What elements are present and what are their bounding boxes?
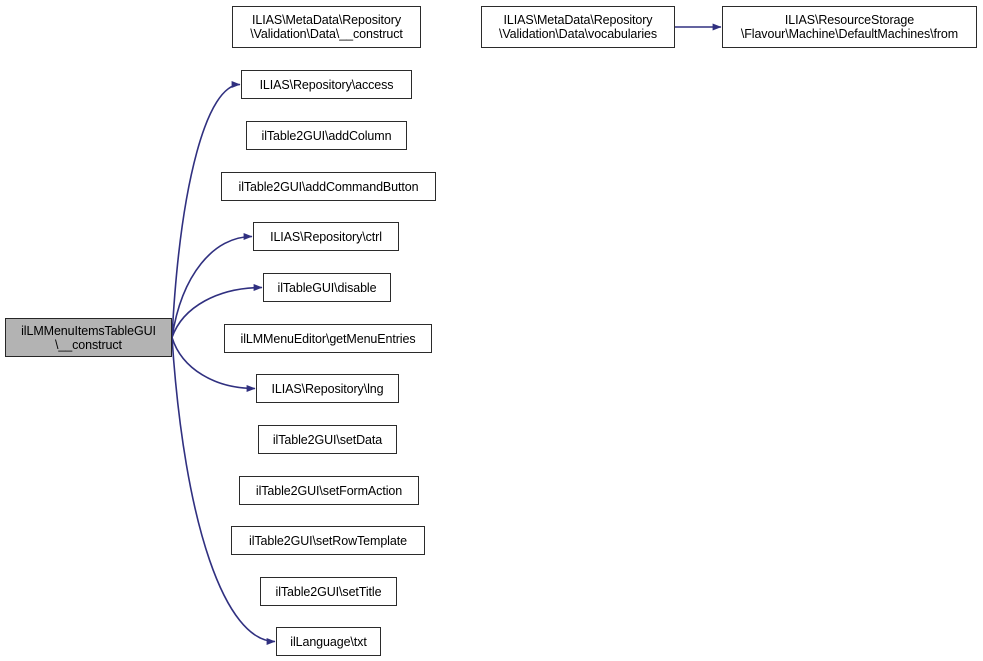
graph-edge-root-to-access bbox=[171, 81, 241, 338]
graph-node-label: ilLMMenuItemsTableGUI \__construct bbox=[21, 323, 156, 352]
graph-node-label: ilLanguage\txt bbox=[290, 634, 367, 649]
graph-node-setformaction[interactable]: ilTable2GUI\setFormAction bbox=[239, 476, 419, 505]
graph-node-label: ilTable2GUI\addCommandButton bbox=[238, 179, 419, 194]
graph-node-label: ilTableGUI\disable bbox=[277, 280, 377, 295]
graph-node-label: ILIAS\Repository\lng bbox=[271, 381, 384, 396]
graph-node-label: ILIAS\MetaData\Repository \Validation\Da… bbox=[498, 13, 658, 41]
graph-node-label: ilTable2GUI\setRowTemplate bbox=[249, 533, 407, 548]
graph-node-label: ILIAS\MetaData\Repository \Validation\Da… bbox=[250, 13, 403, 41]
graph-node-label: ILIAS\Repository\access bbox=[259, 77, 394, 92]
graph-node-label: ilTable2GUI\setTitle bbox=[275, 584, 382, 599]
graph-node-construct[interactable]: ilLMMenuItemsTableGUI \__construct bbox=[5, 318, 172, 357]
graph-node-lng[interactable]: ILIAS\Repository\lng bbox=[256, 374, 399, 403]
graph-node-ctrl[interactable]: ILIAS\Repository\ctrl bbox=[253, 222, 399, 251]
graph-node-txt[interactable]: ilLanguage\txt bbox=[276, 627, 381, 656]
graph-node-addcommandbutton[interactable]: ilTable2GUI\addCommandButton bbox=[221, 172, 436, 201]
graph-node-getmenuentries[interactable]: ilLMMenuEditor\getMenuEntries bbox=[224, 324, 432, 353]
graph-node-access[interactable]: ILIAS\Repository\access bbox=[241, 70, 412, 99]
graph-node-settitle[interactable]: ilTable2GUI\setTitle bbox=[260, 577, 397, 606]
graph-node-from[interactable]: ILIAS\ResourceStorage \Flavour\Machine\D… bbox=[722, 6, 977, 48]
graph-node-label: ilTable2GUI\addColumn bbox=[261, 128, 392, 143]
graph-node-label: ilTable2GUI\setFormAction bbox=[255, 483, 403, 498]
graph-node-addcolumn[interactable]: ilTable2GUI\addColumn bbox=[246, 121, 407, 150]
graph-node-label: ilLMMenuEditor\getMenuEntries bbox=[240, 331, 416, 346]
graph-node-label: ilTable2GUI\setData bbox=[272, 432, 383, 447]
graph-node-vocabularies[interactable]: ILIAS\MetaData\Repository \Validation\Da… bbox=[481, 6, 675, 48]
graph-node-label: ILIAS\Repository\ctrl bbox=[270, 229, 382, 244]
graph-edge-root-to-ctrl bbox=[171, 233, 253, 338]
graph-node-setdata[interactable]: ilTable2GUI\setData bbox=[258, 425, 397, 454]
graph-node-disable[interactable]: ilTableGUI\disable bbox=[263, 273, 391, 302]
graph-node-label: ILIAS\ResourceStorage \Flavour\Machine\D… bbox=[740, 13, 959, 41]
graph-node-construct[interactable]: ILIAS\MetaData\Repository \Validation\Da… bbox=[232, 6, 421, 48]
graph-node-setrowtemplate[interactable]: ilTable2GUI\setRowTemplate bbox=[231, 526, 425, 555]
